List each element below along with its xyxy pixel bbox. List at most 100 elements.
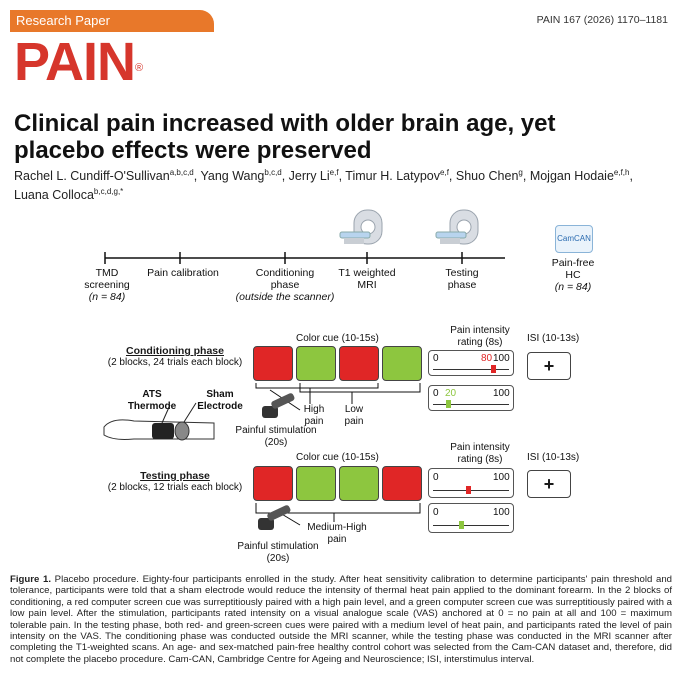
- vas-scale-line: [433, 486, 509, 494]
- thermode-handpiece-icon-2: [258, 505, 291, 530]
- vas-value: 80: [481, 353, 493, 364]
- journal-logo: PAIN®: [14, 32, 143, 92]
- vas-scale-line: [433, 365, 509, 373]
- author-name: Rachel L. Cundiff-O'Sullivan: [14, 169, 170, 184]
- testing-red-cue-1: [253, 466, 293, 501]
- author-name: , Timur H. Latypov: [338, 169, 441, 184]
- author-line-2: Luana Collocab,c,d,g,*: [14, 184, 674, 203]
- vas-max: 100: [493, 388, 510, 399]
- conditioning-green-brace: [299, 383, 421, 393]
- conditioning-line-1: Conditioning: [255, 267, 315, 279]
- tmd-n: (n = 84): [88, 291, 126, 303]
- testing-line-1: Testing: [445, 267, 479, 279]
- author-affiliation: e,f,h: [613, 168, 630, 177]
- testing-title: Testing phase: [140, 470, 210, 482]
- t1-line-2: MRI: [357, 279, 377, 291]
- vas-max: 100: [493, 507, 510, 518]
- vas-marker: [491, 365, 497, 373]
- testing-green-cue-2: [339, 466, 379, 501]
- author-list: Rachel L. Cundiff-O'Sullivana,b,c,d, Yan…: [14, 165, 674, 203]
- vas-min: 0: [433, 353, 439, 364]
- hc-line-2: HC: [565, 269, 581, 281]
- testing-vas-1: 0 100: [428, 468, 514, 498]
- cond-stim-line-2: (20s): [264, 437, 288, 448]
- author-name: ,: [629, 169, 633, 184]
- vas-min: 0: [433, 507, 439, 518]
- conditioning-line-2: phase: [270, 279, 300, 291]
- medhigh-line-2: pain: [327, 534, 347, 545]
- conditioning-red-brace: [255, 383, 379, 389]
- conditioning-green-cue-2: [382, 346, 422, 381]
- conditioning-note: (outside the scanner): [235, 291, 335, 303]
- timeline-label-t1: T1 weighted MRI: [330, 267, 404, 291]
- test-stim-line-1: Painful stimulation: [237, 541, 319, 552]
- conditioning-vas-high: 0 80 100: [428, 350, 514, 376]
- cond-rating-line-2: rating (8s): [457, 337, 503, 348]
- camcan-logo: CamCAN: [555, 225, 593, 253]
- cond-rating-line-1: Pain intensity: [450, 325, 510, 336]
- testing-red-cue-2: [382, 466, 422, 501]
- figure-caption: Figure 1. Placebo procedure. Eighty-four…: [10, 574, 672, 665]
- testing-phase-heading: Testing phase (2 blocks, 12 trials each …: [100, 470, 250, 494]
- author-affiliation: b,c,d: [264, 168, 282, 177]
- author-line-1: Rachel L. Cundiff-O'Sullivana,b,c,d, Yan…: [14, 165, 674, 184]
- conditioning-title: Conditioning phase: [126, 345, 224, 357]
- author-name: Luana Colloca: [14, 188, 94, 203]
- mri-scanner-icon-1: [339, 209, 383, 245]
- vas-marker: [445, 400, 451, 408]
- high-pain-label: High pain: [300, 404, 328, 428]
- vas-min: 0: [433, 388, 439, 399]
- timeline-label-conditioning: Conditioning phase (outside the scanner): [225, 267, 345, 303]
- sham-electrode-device: [174, 421, 190, 441]
- author-name: , Yang Wang: [193, 169, 265, 184]
- tmd-line-1: TMD: [95, 267, 119, 279]
- conditioning-vas-low: 0 20 100: [428, 385, 514, 411]
- testing-fixation-cross: +: [527, 470, 571, 498]
- medium-high-pain-label: Medium-High pain: [302, 522, 372, 546]
- author-affiliation: e,f: [329, 168, 339, 177]
- title-line-1: Clinical pain increased with older brain…: [14, 110, 556, 137]
- conditioning-color-cue-label: Color cue (10-15s): [296, 333, 379, 344]
- conditioning-phase-heading: Conditioning phase (2 blocks, 24 trials …: [100, 345, 250, 369]
- title-line-2: placebo effects were preserved: [14, 137, 372, 164]
- ats-thermode-label: ATS Thermode: [122, 389, 182, 413]
- testing-vas-2: 0 100: [428, 503, 514, 533]
- conditioning-subtitle: (2 blocks, 24 trials each block): [107, 357, 243, 368]
- testing-brace: [255, 503, 421, 514]
- test-rating-line-2: rating (8s): [457, 454, 503, 465]
- high-pain-line-1: High: [303, 404, 325, 415]
- testing-isi-label: ISI (10-13s): [527, 452, 580, 463]
- vas-value: 20: [445, 388, 457, 399]
- testing-line-2: phase: [447, 279, 477, 291]
- author-affiliation: b,c,d,g,*: [93, 187, 124, 197]
- ats-thermode-device: [152, 423, 174, 439]
- journal-citation: PAIN 167 (2026) 1170–1181: [536, 14, 668, 26]
- conditioning-green-cue-1: [296, 346, 336, 381]
- figure-graphics: [103, 209, 505, 530]
- timeline-label-tmd: TMD screening (n = 84): [72, 267, 142, 303]
- author-name: , Shuo Chen: [448, 169, 519, 184]
- vas-scale-line: [433, 400, 509, 408]
- logo-registered-mark: ®: [135, 62, 144, 74]
- testing-rating-label: Pain intensity rating (8s): [440, 442, 520, 466]
- testing-subtitle: (2 blocks, 12 trials each block): [107, 482, 243, 493]
- t1-line-1: T1 weighted: [338, 267, 396, 279]
- author-affiliation: g: [518, 168, 523, 177]
- conditioning-isi-label: ISI (10-13s): [527, 333, 580, 344]
- low-pain-label: Low pain: [340, 404, 368, 428]
- conditioning-red-cue-2: [339, 346, 379, 381]
- sham-line-1: Sham: [206, 389, 234, 400]
- medhigh-line-1: Medium-High: [307, 522, 367, 533]
- article-title: Clinical pain increased with older brain…: [14, 110, 664, 164]
- conditioning-rating-label: Pain intensity rating (8s): [440, 325, 520, 349]
- timeline-label-testing: Testing phase: [432, 267, 492, 291]
- hc-n: (n = 84): [554, 281, 592, 293]
- vas-max: 100: [493, 353, 510, 364]
- testing-color-cue-label: Color cue (10-15s): [296, 452, 379, 463]
- vas-min: 0: [433, 472, 439, 483]
- caption-text: Placebo procedure. Eighty-four participa…: [10, 574, 672, 665]
- ats-line-1: ATS: [142, 389, 162, 400]
- vas-scale-line: [433, 521, 509, 529]
- sham-line-2: Electrode: [197, 401, 243, 412]
- conditioning-red-cue-1: [253, 346, 293, 381]
